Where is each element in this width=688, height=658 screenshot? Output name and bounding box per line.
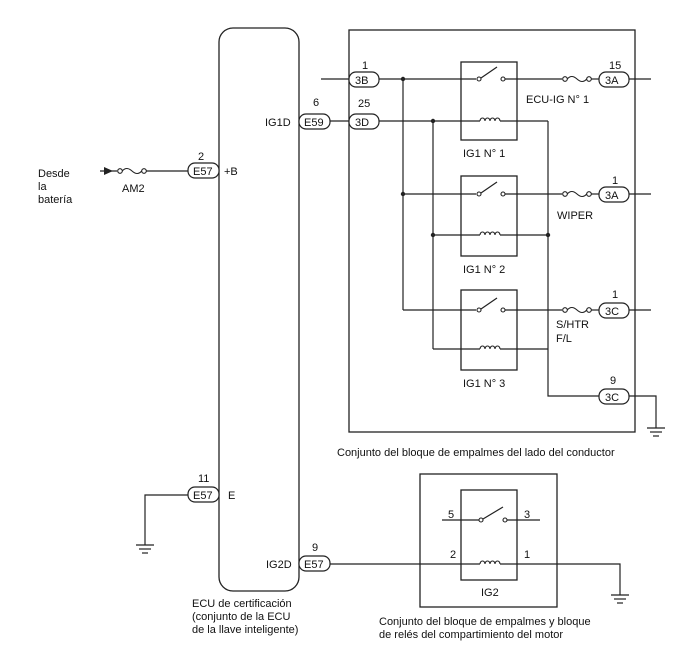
svg-text:IG1 N° 3: IG1 N° 3 (463, 378, 505, 390)
ecu-ground-symbol (136, 494, 188, 554)
wiper-fuse-label: WIPER (557, 210, 593, 222)
svg-text:(conjunto de la ECU: (conjunto de la ECU (192, 611, 290, 623)
svg-text:IG1 N° 1: IG1 N° 1 (463, 148, 505, 160)
svg-text:de relés del compartimiento de: de relés del compartimiento del motor (379, 629, 563, 641)
svg-text:3: 3 (524, 509, 530, 521)
ecu-ig-1-fuse-label: ECU-IG N° 1 (526, 94, 589, 106)
ecu-pin-e: 11 E57 E (187, 473, 235, 503)
ig1-ground-bus (500, 120, 599, 397)
svg-text:9: 9 (312, 542, 318, 554)
ecu-ig-1-fuse (562, 75, 592, 83)
am2-fuse (117, 167, 147, 175)
svg-text:1: 1 (612, 289, 618, 301)
svg-text:11: 11 (198, 473, 209, 485)
svg-text:1: 1 (362, 60, 368, 72)
engine-junction-block-box (419, 473, 558, 608)
ig1-coil-bus (379, 118, 480, 350)
svg-text:de la llave inteligente): de la llave inteligente) (192, 624, 298, 636)
driver-junction-block-box (348, 29, 636, 433)
svg-text:9: 9 (610, 375, 616, 387)
engine-junction-block-caption: Conjunto del bloque de empalmes y bloque… (379, 616, 591, 641)
svg-text:batería: batería (38, 194, 73, 206)
svg-text:Conjunto del bloque de empalme: Conjunto del bloque de empalmes y bloque (379, 616, 591, 628)
relay-ig1-no3: IG1 N° 3 (460, 289, 562, 390)
svg-text:1: 1 (524, 549, 530, 561)
am2-fuse-label: AM2 (122, 183, 145, 195)
relay-ig1-no2: IG1 N° 2 (460, 175, 562, 276)
svg-text:E57: E57 (304, 559, 324, 571)
svg-text:IG2: IG2 (481, 587, 499, 599)
svg-text:Desde: Desde (38, 168, 70, 180)
svg-text:IG1 N° 2: IG1 N° 2 (463, 264, 505, 276)
relay-ig2: 5 3 2 1 IG2 (442, 489, 540, 599)
svg-text:25: 25 (358, 98, 370, 110)
svg-text:3D: 3D (355, 117, 369, 129)
svg-text:3A: 3A (605, 190, 619, 202)
svg-text:E57: E57 (193, 166, 213, 178)
pin-3c-1: 1 3C (591, 289, 651, 319)
svg-text:2: 2 (198, 151, 204, 163)
ecu-pin-plus-b: 2 E57 +B (187, 151, 238, 179)
svg-text:3C: 3C (605, 392, 619, 404)
svg-text:+B: +B (224, 166, 238, 178)
driver-junction-block-caption: Conjunto del bloque de empalmes del lado… (337, 447, 615, 459)
pin-3d: 25 3D (330, 98, 380, 130)
relay-ig1-no1: IG1 N° 1 (460, 61, 562, 160)
svg-text:IG2D: IG2D (266, 559, 292, 571)
wiper-fuse (562, 190, 592, 198)
svg-text:3B: 3B (355, 75, 368, 87)
pin-3a-15: 15 3A (591, 60, 651, 88)
pin-3b: 1 3B (321, 60, 380, 88)
svg-text:la: la (38, 181, 47, 193)
svg-text:1: 1 (612, 175, 618, 187)
pin-3a-1: 1 3A (591, 175, 651, 203)
ig1-power-bus (379, 76, 476, 311)
svg-text:E: E (228, 490, 235, 502)
pin-3c-9: 9 3C (598, 375, 630, 405)
s-htr-fuse-label: S/HTR (556, 319, 589, 331)
svg-text:3A: 3A (605, 75, 619, 87)
ig2-ground-symbol (500, 563, 629, 604)
f-l-fuse-label: F/L (556, 333, 572, 345)
ecu-caption: ECU de certificación (conjunto de la ECU… (192, 598, 298, 636)
svg-text:E57: E57 (193, 490, 213, 502)
svg-text:E59: E59 (304, 117, 324, 129)
certification-ecu-box (218, 27, 300, 592)
svg-text:5: 5 (448, 509, 454, 521)
svg-text:ECU de certificación: ECU de certificación (192, 598, 292, 610)
s-htr-fuse (562, 306, 592, 314)
svg-text:6: 6 (313, 97, 319, 109)
svg-text:2: 2 (450, 549, 456, 561)
svg-text:15: 15 (609, 60, 621, 72)
battery-source-label: Desde la batería (38, 168, 73, 206)
svg-text:3C: 3C (605, 306, 619, 318)
ecu-pin-ig1d: 6 E59 IG1D (265, 97, 331, 130)
junction-block-ground-symbol (629, 395, 665, 437)
svg-text:IG1D: IG1D (265, 117, 291, 129)
ecu-pin-ig2d: 9 E57 IG2D (266, 542, 331, 572)
battery-feed-wire (100, 167, 188, 175)
